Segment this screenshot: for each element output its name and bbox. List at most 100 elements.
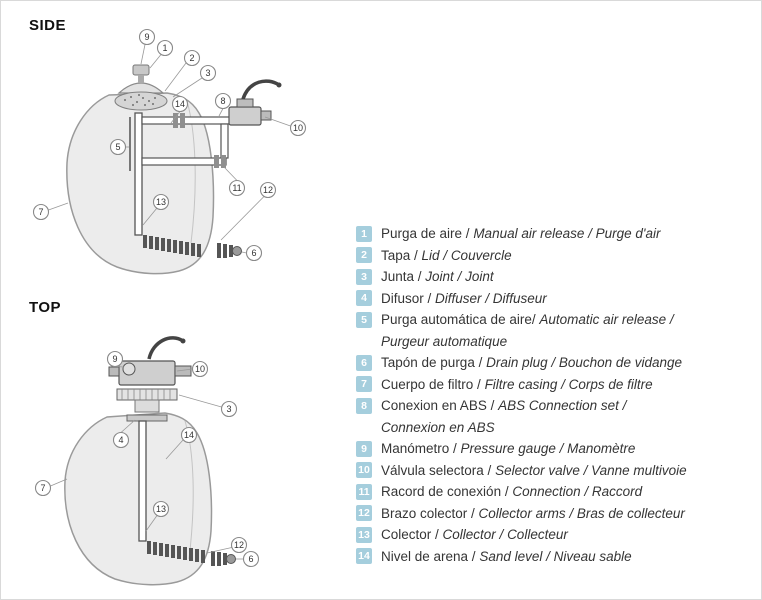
legend-item-1: 1 Purga de aire / Manual air release / P…	[356, 223, 752, 245]
legend-item-11: 11 Racord de conexión / Connection / Rac…	[356, 481, 752, 503]
svg-text:5: 5	[115, 142, 120, 152]
legend-item-9: 9 Manómetro / Pressure gauge / Manomètre	[356, 438, 752, 460]
svg-text:6: 6	[251, 248, 256, 258]
legend-item-3: 3 Junta / Joint / Joint	[356, 266, 752, 288]
svg-text:3: 3	[226, 404, 231, 414]
legend-item-2: 2 Tapa / Lid / Couvercle	[356, 245, 752, 267]
callout-5: 5	[109, 138, 127, 156]
callout-3: 3	[199, 64, 217, 82]
callout-9: 9	[106, 350, 124, 368]
svg-text:2: 2	[189, 53, 194, 63]
drain-plug	[211, 551, 236, 566]
callout-2: 2	[183, 49, 201, 67]
top-view-diagram: 9 10 3 14 4 7 13 12 6	[34, 336, 260, 586]
pressure-gauge	[122, 362, 136, 376]
manual-air-release-knob	[132, 64, 150, 76]
callout-1: 1	[156, 39, 174, 57]
legend-number-badge: 5	[356, 311, 372, 328]
svg-text:7: 7	[38, 207, 43, 217]
callout-14: 14	[171, 95, 189, 113]
callout-3: 3	[220, 400, 238, 418]
svg-text:7: 7	[40, 483, 45, 493]
callouts-top: 9 10 3 14 4 7 13 12 6	[34, 350, 260, 568]
legend-text: Manómetro / Pressure gauge / Manomètre	[381, 441, 636, 456]
callout-14: 14	[180, 426, 198, 444]
legend-item-7: 7 Cuerpo de filtro / Filtre casing / Cor…	[356, 374, 752, 396]
legend-number-badge: 7	[356, 376, 372, 392]
legend-item-5: 5 Purga automática de aire/ Automatic ai…	[356, 309, 752, 352]
top-view-title: TOP	[29, 299, 62, 316]
svg-text:12: 12	[263, 185, 273, 195]
legend-item-10: 10 Válvula selectora / Selector valve / …	[356, 460, 752, 482]
legend-number-badge: 4	[356, 290, 372, 306]
callout-7: 7	[34, 479, 52, 497]
callout-7: 7	[32, 203, 50, 221]
legend-item-4: 4 Difusor / Diffuser / Diffuseur	[356, 288, 752, 310]
legend-number-badge: 6	[356, 354, 372, 371]
callout-4: 4	[112, 431, 130, 449]
legend-text: Válvula selectora / Selector valve / Van…	[381, 462, 687, 478]
svg-text:13: 13	[156, 504, 166, 514]
legend-item-12: 12 Brazo colector / Collector arms / Bra…	[356, 503, 752, 525]
abs-connection-flange	[180, 113, 185, 128]
lid	[114, 91, 168, 111]
callout-12: 12	[259, 181, 277, 199]
callout-11: 11	[228, 179, 246, 197]
legend-number-badge: 8	[356, 397, 372, 414]
svg-text:12: 12	[234, 540, 244, 550]
legend-number-badge: 10	[356, 462, 372, 478]
svg-text:14: 14	[175, 99, 185, 109]
filter-tank-body-top	[64, 412, 213, 586]
svg-text:4: 4	[118, 435, 123, 445]
svg-text:11: 11	[232, 183, 241, 193]
legend-number-badge: 14	[356, 548, 372, 564]
svg-text:9: 9	[112, 354, 117, 364]
svg-text:10: 10	[293, 123, 303, 133]
side-view-title: SIDE	[29, 17, 67, 34]
callout-10: 10	[191, 360, 209, 378]
legend-text: Cuerpo de filtro / Filtre casing / Corps…	[381, 376, 653, 392]
legend-text: Difusor / Diffuser / Diffuseur	[381, 290, 547, 306]
legend-text: Racord de conexión / Connection / Raccor…	[381, 484, 643, 499]
svg-text:8: 8	[220, 96, 225, 106]
collector-arms	[143, 235, 201, 257]
legend-item-6: 6 Tapón de purga / Drain plug / Bouchon …	[356, 352, 752, 374]
legend-number-badge: 9	[356, 440, 372, 457]
collector-standpipe	[134, 112, 143, 236]
drain-plug	[217, 243, 242, 258]
legend-text: Tapa / Lid / Couvercle	[381, 247, 512, 263]
callouts-side: 9 1 2 3 14 8 10 5 11 12 13 6 7	[32, 28, 307, 262]
side-view-diagram: 9 1 2 3 14 8 10 5 11 12 13 6 7	[32, 28, 307, 275]
collector-arms	[147, 541, 205, 563]
legend-item-8: 8 Conexion en ABS / ABS Connection set /…	[356, 395, 752, 438]
leader-lines-side	[48, 44, 291, 254]
callout-9: 9	[138, 28, 156, 46]
legend-item-14: 14 Nivel de arena / Sand level / Niveau …	[356, 546, 752, 568]
legend-text: Colector / Collector / Collecteur	[381, 527, 568, 542]
union-flange	[221, 155, 226, 168]
lid-speckles	[124, 94, 156, 106]
legend-number-badge: 1	[356, 225, 372, 242]
pipework	[141, 113, 231, 168]
callout-6: 6	[245, 244, 263, 262]
callout-13: 13	[152, 500, 170, 518]
legend-text: Conexion en ABS / ABS Connection set / C…	[381, 398, 627, 435]
callout-6: 6	[242, 550, 260, 568]
valve-handle	[241, 79, 280, 100]
callout-13: 13	[152, 193, 170, 211]
legend-number-badge: 12	[356, 505, 372, 521]
svg-text:1: 1	[162, 43, 167, 53]
legend-text: Nivel de arena / Sand level / Niveau sab…	[381, 548, 632, 564]
legend-number-badge: 13	[356, 526, 372, 543]
callout-8: 8	[214, 92, 232, 110]
lid-and-air-release	[114, 64, 168, 111]
legend-text: Purga automática de aire/ Automatic air …	[381, 312, 674, 349]
diffuser	[126, 414, 168, 422]
air-release-stem	[138, 75, 144, 83]
legend-text: Brazo colector / Collector arms / Bras d…	[381, 505, 685, 521]
parts-legend: 1 Purga de aire / Manual air release / P…	[356, 223, 752, 567]
legend-number-badge: 11	[356, 483, 372, 500]
svg-text:9: 9	[144, 32, 149, 42]
abs-connection-flange	[173, 113, 178, 128]
